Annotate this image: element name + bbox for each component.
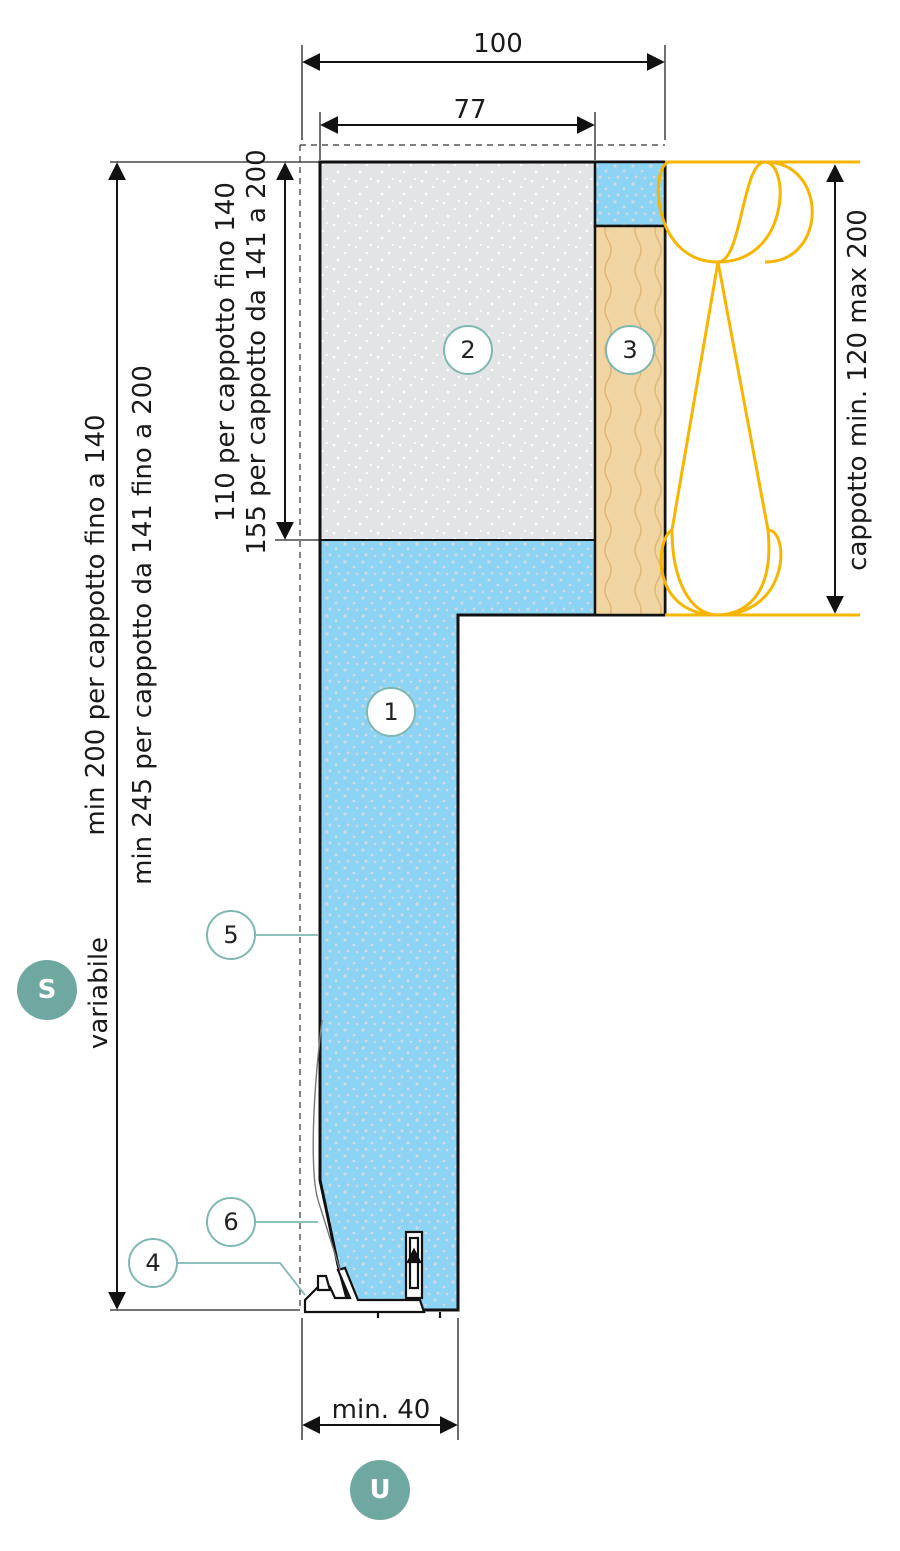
dim-bottom-text: min. 40 <box>332 1395 431 1425</box>
badge-side-label: S <box>38 975 57 1005</box>
callout-6: 6 <box>206 1197 256 1247</box>
cappotto-insulation-symbol <box>656 160 860 617</box>
callout-5-label: 5 <box>223 921 238 949</box>
badge-bottom-label: U <box>369 1475 390 1505</box>
callout-leaders <box>178 934 318 1296</box>
callout-3-label: 3 <box>622 336 637 364</box>
callout-3: 3 <box>605 325 655 375</box>
dim-height-total-text-2: min 245 per cappotto da 141 fino a 200 <box>128 365 158 885</box>
dimension-lines <box>108 53 844 1434</box>
callout-4: 4 <box>128 1238 178 1288</box>
callout-5: 5 <box>206 910 256 960</box>
callout-1: 1 <box>366 687 416 737</box>
callout-2: 2 <box>443 325 493 375</box>
badge-bottom: U <box>350 1460 410 1520</box>
dim-height-top-text-1: 110 per cappotto fino 140 <box>211 182 241 522</box>
callout-6-label: 6 <box>223 1208 238 1236</box>
dim-variable-text: variabile <box>84 937 114 1049</box>
dim-height-top-text-2: 155 per cappotto da 141 a 200 <box>242 149 272 554</box>
dim-width-inner-text: 77 <box>453 95 486 125</box>
badge-side: S <box>17 960 77 1020</box>
callout-2-label: 2 <box>460 336 475 364</box>
extension-lines <box>110 45 666 1440</box>
dim-width-total-text: 100 <box>473 29 523 59</box>
reference-lines <box>299 144 665 1310</box>
callout-1-label: 1 <box>383 698 398 726</box>
bottom-sill-profile <box>303 1230 442 1318</box>
dim-cappotto-text: cappotto min. 120 max 200 <box>843 209 873 571</box>
dim-height-total-text-1: min 200 per cappotto fino a 140 <box>81 414 111 835</box>
callout-4-label: 4 <box>145 1249 160 1277</box>
